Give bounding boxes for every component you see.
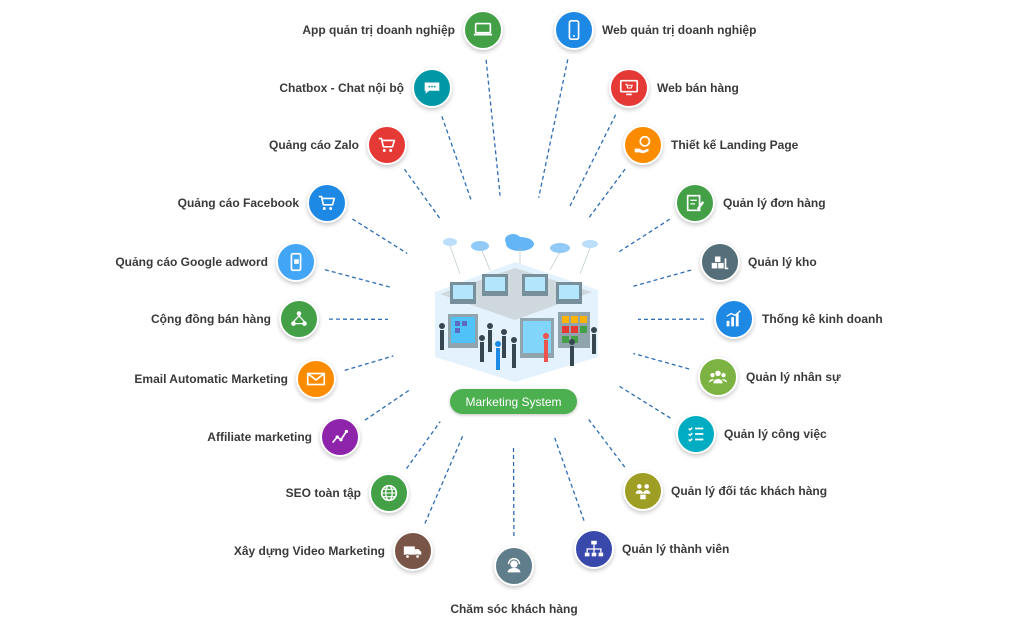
node-label[interactable]: Quảng cáo Zalo <box>268 138 359 152</box>
dashed-connector <box>617 218 671 253</box>
cloud-icon <box>443 234 598 253</box>
node-left-7[interactable] <box>320 417 360 457</box>
node-right-2[interactable] <box>623 125 663 165</box>
dashed-connector <box>424 434 464 524</box>
node-left-3[interactable] <box>307 183 347 223</box>
node-label[interactable]: Quản lý đơn hàng <box>723 196 826 210</box>
node-label[interactable]: Thống kê kinh doanh <box>762 312 883 326</box>
dashed-connector <box>588 419 626 468</box>
node-label[interactable]: Quản lý công việc <box>724 427 827 441</box>
partners-icon <box>635 484 651 500</box>
node-right-8[interactable] <box>623 471 663 511</box>
node-label[interactable]: Quảng cáo Facebook <box>177 196 299 210</box>
marketing-system-button[interactable]: Marketing System <box>450 389 577 414</box>
envelope-icon <box>306 372 326 386</box>
dashed-connector <box>324 269 393 289</box>
node-label[interactable]: Cộng đồng bán hàng <box>151 312 271 326</box>
node-label[interactable]: Affiliate marketing <box>207 430 312 444</box>
node-left-6[interactable] <box>296 359 336 399</box>
globe-icon <box>380 484 398 502</box>
dashed-connector <box>618 385 671 419</box>
coin-hand-icon <box>634 135 651 154</box>
dashed-connector <box>352 218 408 254</box>
node-left-4[interactable] <box>276 242 316 282</box>
warehouse-boxes-icon <box>711 256 729 270</box>
node-left-2[interactable] <box>367 125 407 165</box>
checklist-icon <box>688 427 704 442</box>
dashed-connector <box>344 355 394 372</box>
node-label[interactable]: Quản lý nhân sự <box>746 370 841 384</box>
node-label[interactable]: Quản lý thành viên <box>622 542 730 556</box>
dashed-connector <box>403 168 441 219</box>
monitor-cart-icon <box>619 79 639 96</box>
edit-order-icon <box>686 194 705 212</box>
marketing-office-illustration <box>435 234 598 382</box>
node-label[interactable]: Quảng cáo Google adword <box>115 255 268 269</box>
node-left-9[interactable] <box>393 531 433 571</box>
node-right-9[interactable] <box>574 529 614 569</box>
node-left-0[interactable] <box>463 10 503 50</box>
shopping-cart-icon <box>378 137 396 152</box>
node-label[interactable]: Thiết kế Landing Page <box>671 138 799 152</box>
node-label[interactable]: Quản lý kho <box>748 255 817 269</box>
node-right-6[interactable] <box>698 357 738 397</box>
node-right-0[interactable] <box>554 10 594 50</box>
node-right-3[interactable] <box>675 183 715 223</box>
smartphone-icon <box>568 20 580 40</box>
node-label[interactable]: App quản trị doanh nghiệp <box>302 23 455 37</box>
people-figures <box>439 323 597 370</box>
node-label[interactable]: Web quản trị doanh nghiệp <box>602 23 757 37</box>
delivery-truck-icon <box>403 546 422 559</box>
node-label[interactable]: Web bán hàng <box>657 81 739 95</box>
dashed-connector <box>405 421 441 469</box>
node-right-5[interactable] <box>714 299 754 339</box>
mobile-ad-icon <box>290 252 302 272</box>
node-label[interactable]: Chatbox - Chat nội bộ <box>279 81 404 95</box>
node-right-4[interactable] <box>700 242 740 282</box>
node-right-1[interactable] <box>609 68 649 108</box>
node-label[interactable]: SEO toàn tập <box>285 486 361 500</box>
node-bottom-0[interactable] <box>494 546 534 586</box>
dashed-connector <box>554 437 585 521</box>
dashed-connector <box>568 114 617 209</box>
dashed-connector <box>364 389 410 421</box>
node-label[interactable]: Email Automatic Marketing <box>134 372 288 386</box>
dashed-connector <box>633 352 690 370</box>
node-right-7[interactable] <box>676 414 716 454</box>
node-label[interactable]: Xây dựng Video Marketing <box>233 544 385 558</box>
node-left-8[interactable] <box>369 473 409 513</box>
dashed-connector <box>485 59 501 196</box>
org-chart-icon <box>584 540 604 557</box>
dashed-connector <box>586 168 626 221</box>
dashed-connector <box>633 269 692 287</box>
dashed-connector <box>441 116 473 203</box>
node-left-1[interactable] <box>412 68 452 108</box>
customer-support-icon <box>507 558 521 573</box>
dashed-connector <box>538 59 569 198</box>
people-group-icon <box>708 370 728 384</box>
shopping-cart-icon <box>318 195 336 210</box>
bar-chart-icon <box>726 310 741 327</box>
community-network-icon <box>291 311 307 326</box>
node-label[interactable]: Quản lý đối tác khách hàng <box>671 484 828 498</box>
chat-bubble-icon <box>424 82 440 94</box>
laptop-icon <box>473 22 493 36</box>
node-left-5[interactable] <box>279 299 319 339</box>
node-label[interactable]: Chăm sóc khách hàng <box>450 602 578 616</box>
affiliate-graph-icon <box>332 429 349 444</box>
